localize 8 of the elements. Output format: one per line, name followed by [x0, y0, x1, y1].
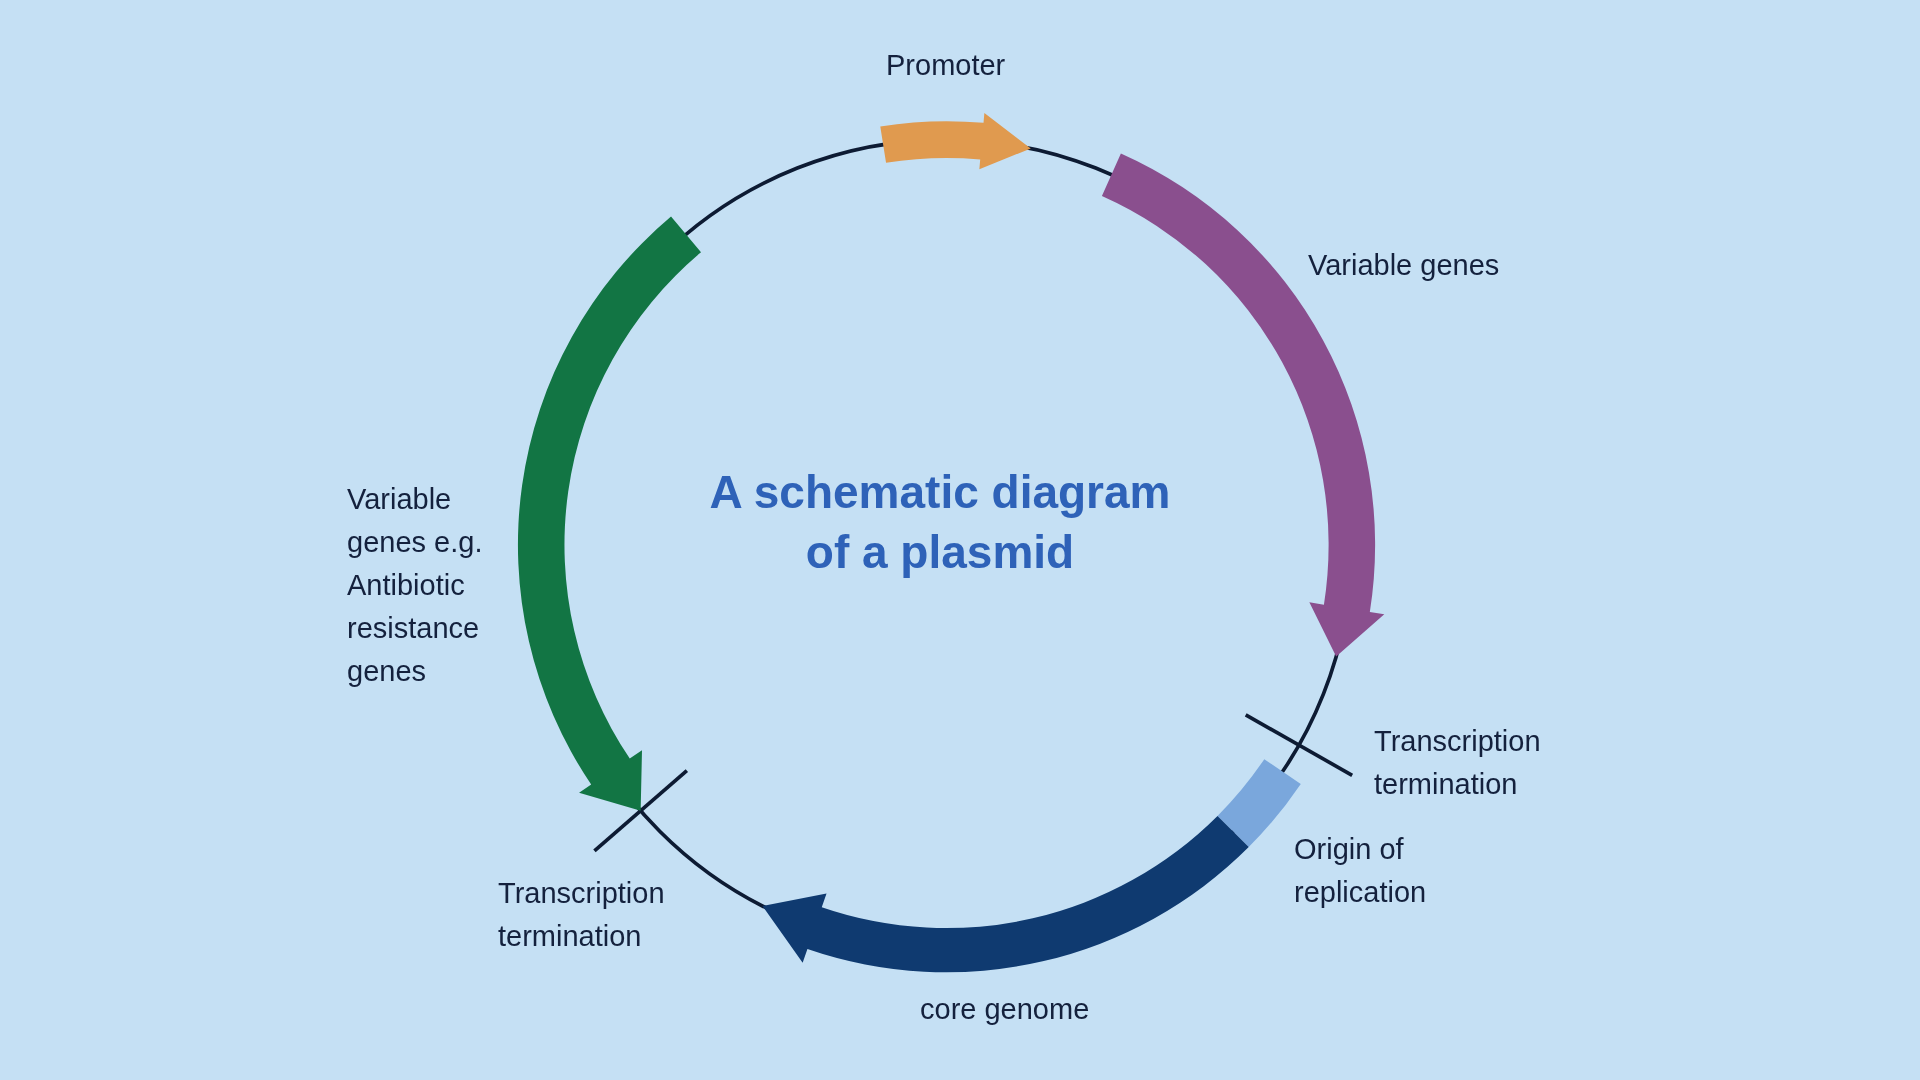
- part-label: Variable genes e.g. Antibiotic resistance genes: [347, 482, 484, 689]
- part-label: Transcription termination: [1374, 724, 1542, 802]
- part-label: Promoter: [886, 48, 1006, 83]
- diagram-title: A schematic diagram of a plasmid: [708, 465, 1172, 580]
- part-label: Variable genes: [1308, 248, 1500, 283]
- part-label: Origin of replication: [1294, 832, 1428, 910]
- part-label: core genome: [920, 992, 1090, 1027]
- part-label: Transcription termination: [498, 876, 666, 954]
